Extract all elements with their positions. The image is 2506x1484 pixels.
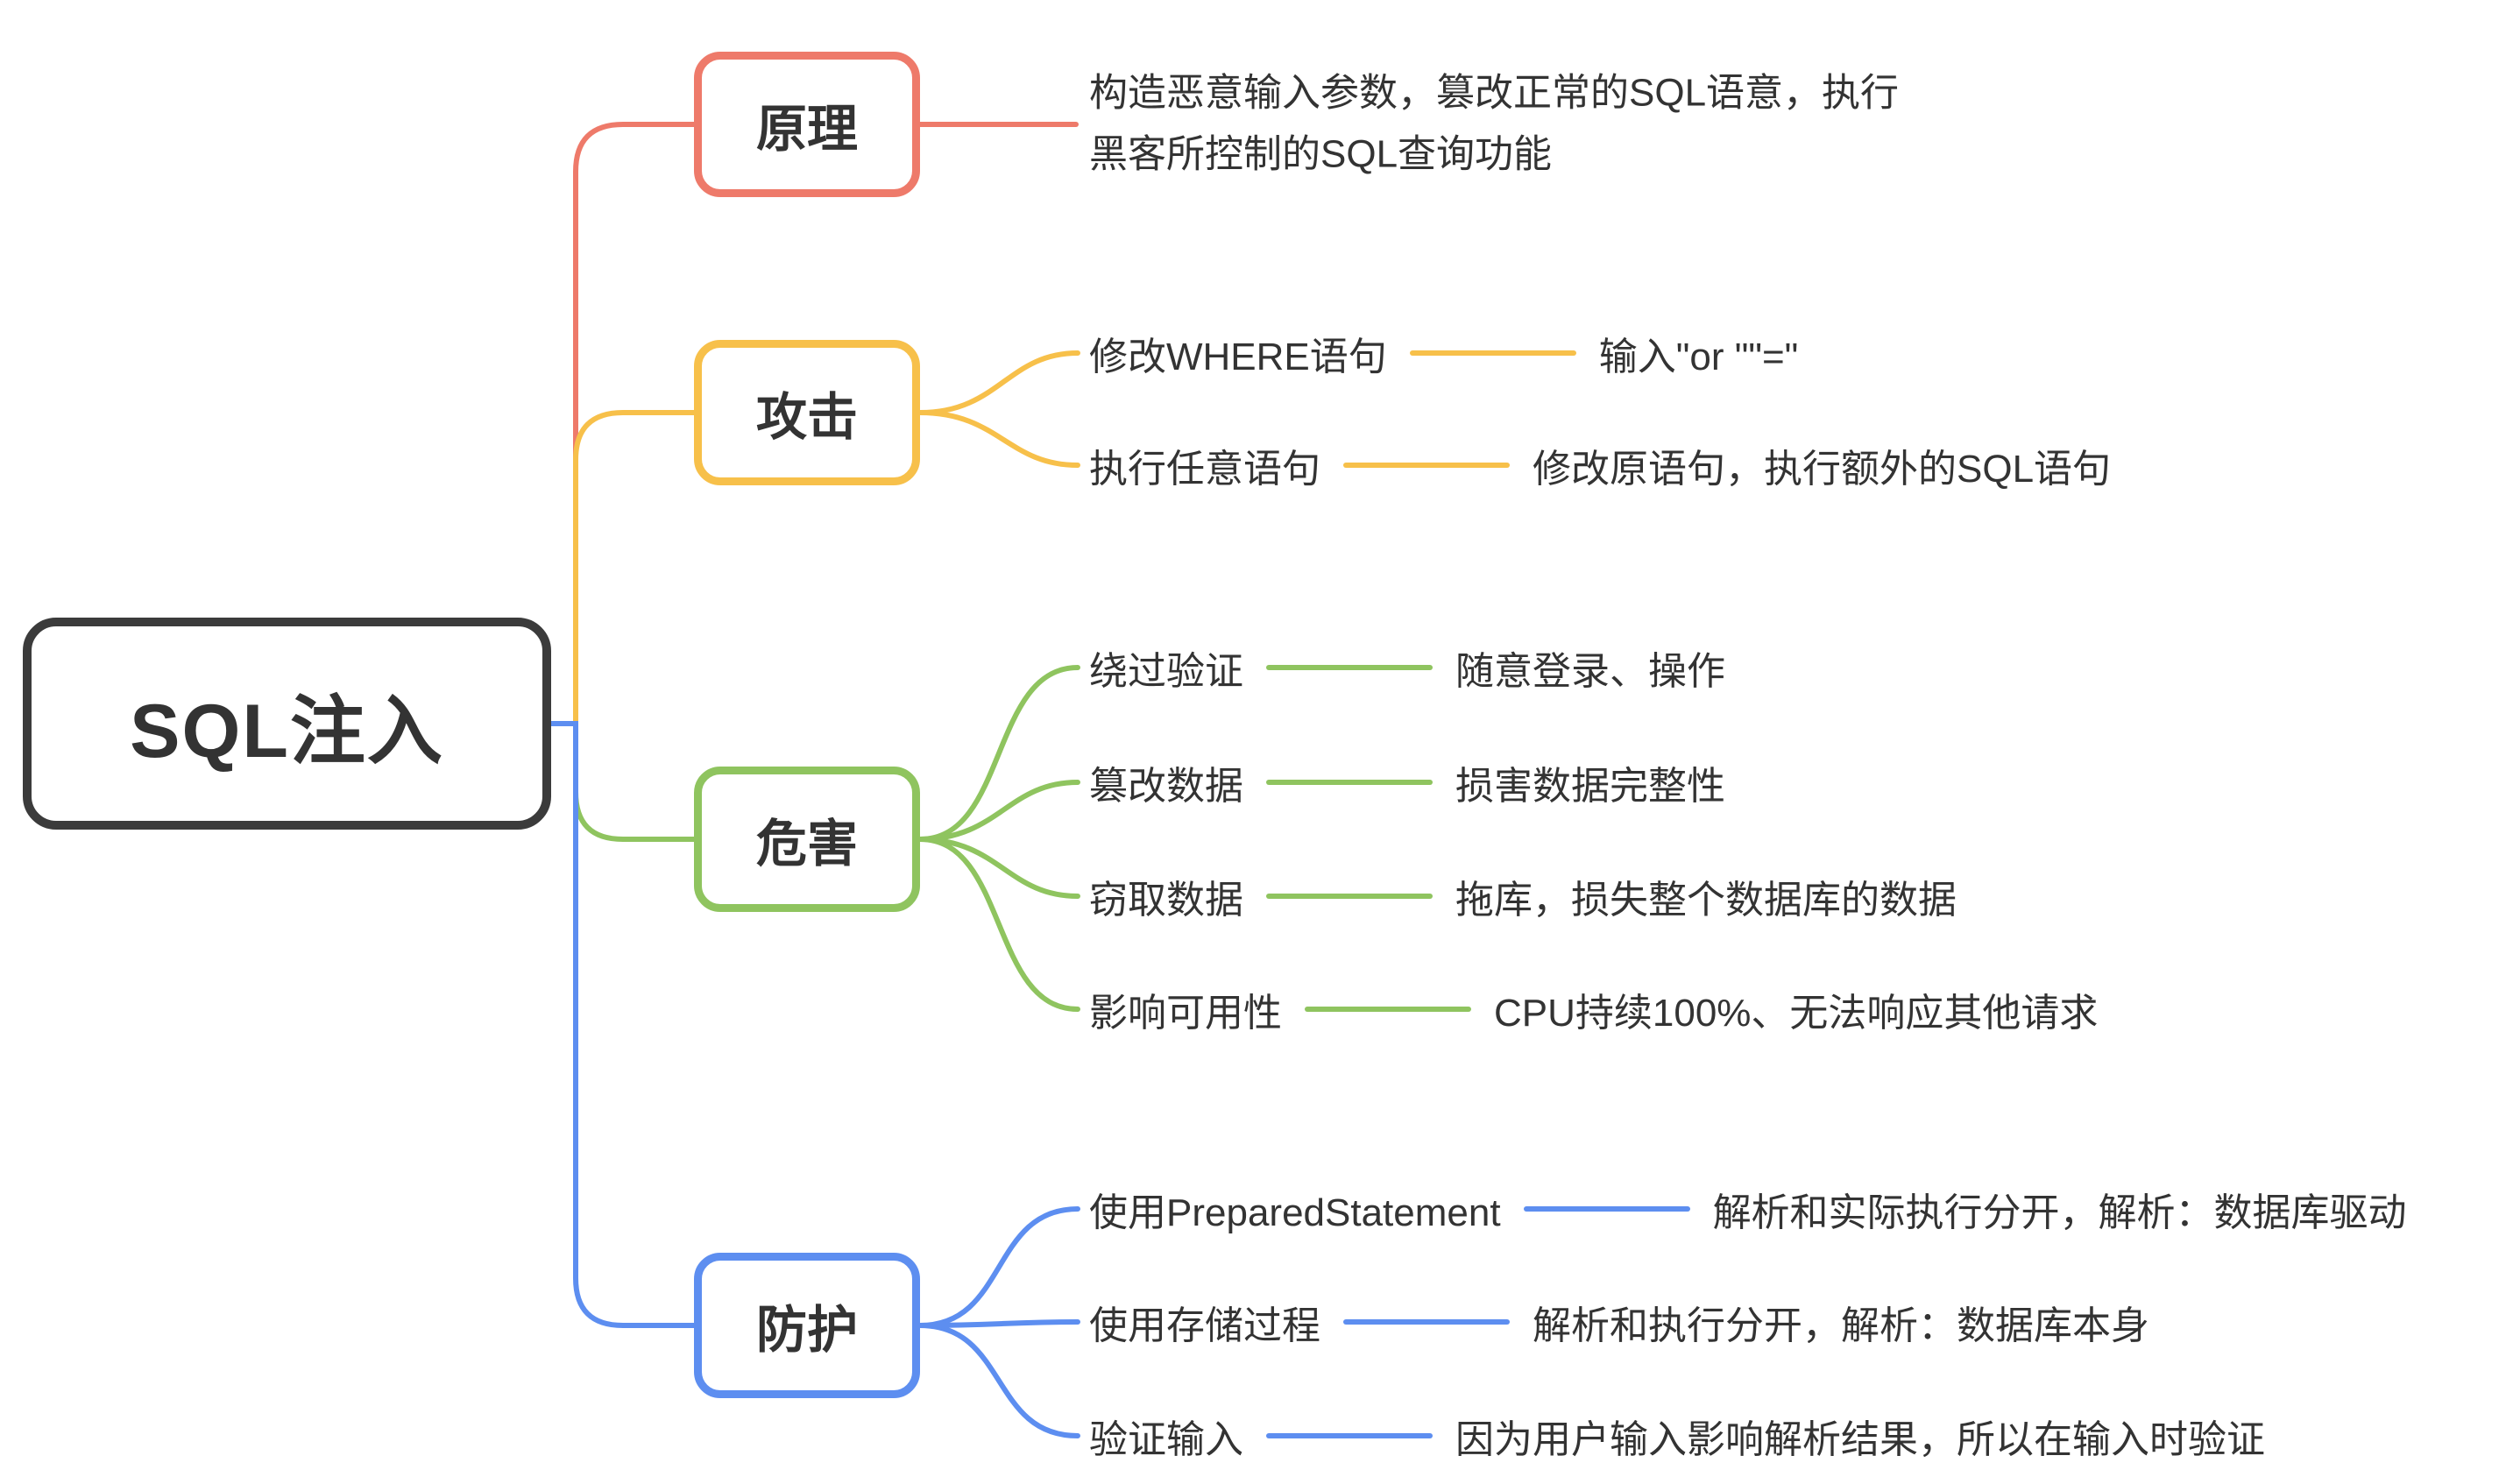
attack-child-exec-any: 执行任意语句 修改原语句，执行额外的SQL语句 [1089, 437, 2111, 493]
node-detail-exec-any: 修改原语句，执行额外的SQL语句 [1533, 448, 2112, 491]
connector-defense-stored-procedure [917, 1319, 1080, 1328]
connector-harm-tamper-data [917, 780, 1080, 842]
node-detail-tamper-data: 损害数据完整性 [1455, 765, 1725, 808]
node-detail-modify-where: 输入"or ""=" [1598, 336, 1799, 378]
node-label-steal-data: 窃取数据 [1089, 879, 1243, 922]
harm-child-tamper-data: 篡改数据 损害数据完整性 [1089, 754, 1725, 810]
connector-steal-data-detail [1266, 894, 1433, 899]
connector-modify-where-detail [1409, 350, 1576, 356]
branch-label-harm: 危害 [755, 816, 858, 873]
branch-label-principle: 原理 [755, 101, 858, 158]
node-label-stored-procedure: 使用存储过程 [1089, 1304, 1320, 1347]
connector-root-attack [549, 410, 697, 726]
root-node-label: SQL注入 [130, 689, 444, 774]
connector-harm-bypass-auth [917, 665, 1080, 842]
branch-node-defense: 防护 [694, 1253, 920, 1398]
connector-attack-modify-where [917, 350, 1080, 415]
node-label-modify-where: 修改WHERE语句 [1089, 336, 1387, 378]
branch-node-harm: 危害 [694, 767, 920, 912]
harm-child-bypass-auth: 绕过验证 随意登录、操作 [1089, 640, 1725, 696]
connector-attack-exec-any [917, 410, 1080, 468]
harm-child-availability: 影响可用性 CPU持续100%、无法响应其他请求 [1089, 981, 2098, 1037]
connector-root-harm [549, 721, 697, 842]
connector-validate-input-detail [1266, 1433, 1433, 1438]
connector-root-defense [549, 721, 697, 1328]
connector-exec-any-detail [1343, 463, 1510, 468]
branch-node-attack: 攻击 [694, 340, 920, 485]
principle-note: 构造恶意输入参数，篡改正常的SQL语意，执行 黑客所控制的SQL查询功能 [1089, 63, 1899, 187]
defense-child-validate-input: 验证输入 因为用户输入影响解析结果，所以在输入时验证 [1089, 1408, 2265, 1464]
node-label-validate-input: 验证输入 [1089, 1418, 1243, 1461]
branch-label-defense: 防护 [755, 1302, 858, 1359]
connector-defense-validate-input [917, 1323, 1080, 1438]
node-detail-steal-data: 拖库，损失整个数据库的数据 [1455, 879, 1957, 922]
connector-root-principle [549, 122, 697, 726]
node-label-availability: 影响可用性 [1089, 992, 1282, 1035]
node-detail-availability: CPU持续100%、无法响应其他请求 [1494, 992, 2099, 1035]
node-label-prepared-statement: 使用PreparedStatement [1089, 1191, 1501, 1234]
branch-node-principle: 原理 [694, 52, 920, 197]
node-label-tamper-data: 篡改数据 [1089, 765, 1243, 808]
node-detail-bypass-auth: 随意登录、操作 [1455, 650, 1725, 693]
connector-harm-steal-data [917, 837, 1080, 899]
connector-defense-prepared-statement [917, 1206, 1080, 1328]
principle-note-line2: 黑客所控制的SQL查询功能 [1089, 133, 1553, 176]
connector-stored-procedure-detail [1343, 1319, 1510, 1325]
connector-prepared-statement-detail [1523, 1206, 1690, 1212]
branch-label-attack: 攻击 [755, 389, 858, 446]
defense-child-stored-procedure: 使用存储过程 解析和执行分开，解析：数据库本身 [1089, 1294, 2149, 1350]
attack-child-modify-where: 修改WHERE语句 输入"or ""=" [1089, 325, 1798, 381]
node-label-exec-any: 执行任意语句 [1089, 448, 1320, 491]
node-detail-validate-input: 因为用户输入影响解析结果，所以在输入时验证 [1455, 1418, 2265, 1461]
defense-child-prepared-statement: 使用PreparedStatement 解析和实际执行分开，解析：数据库驱动 [1089, 1181, 2407, 1237]
connector-tamper-data-detail [1266, 780, 1433, 785]
connector-availability-detail [1305, 1007, 1471, 1012]
node-detail-prepared-statement: 解析和实际执行分开，解析：数据库驱动 [1712, 1191, 2407, 1234]
node-detail-stored-procedure: 解析和执行分开，解析：数据库本身 [1533, 1304, 2149, 1347]
connector-harm-availability [917, 837, 1080, 1012]
connector-bypass-auth-detail [1266, 665, 1433, 670]
harm-child-steal-data: 窃取数据 拖库，损失整个数据库的数据 [1089, 868, 1957, 924]
node-label-bypass-auth: 绕过验证 [1089, 650, 1243, 693]
root-node-sql-injection: SQL注入 [23, 618, 551, 830]
principle-note-line1: 构造恶意输入参数，篡改正常的SQL语意，执行 [1089, 71, 1900, 115]
